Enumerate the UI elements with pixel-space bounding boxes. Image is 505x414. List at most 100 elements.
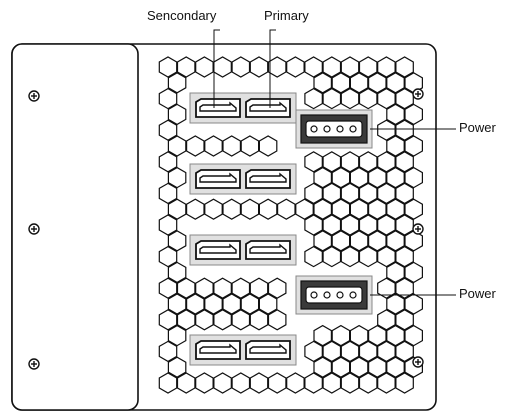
vent-hole xyxy=(322,151,342,173)
sata-socket-key xyxy=(199,172,237,183)
vent-hole xyxy=(222,198,241,220)
vent-hole xyxy=(386,166,405,189)
vent-hole xyxy=(404,103,423,126)
vent-hole xyxy=(377,372,396,394)
sata-socket-key xyxy=(199,101,237,112)
vent-hole xyxy=(377,151,396,173)
sata-socket-key xyxy=(249,101,287,112)
vent-hole xyxy=(258,135,278,157)
vent-hole xyxy=(167,230,187,252)
vent-hole xyxy=(176,309,196,331)
screw-icon xyxy=(412,223,424,235)
sata-connector-pair xyxy=(189,163,297,195)
vent-hole xyxy=(368,72,387,94)
vent-hole xyxy=(313,356,332,378)
vent-hole xyxy=(267,309,287,331)
vent-hole xyxy=(167,356,187,378)
vent-hole xyxy=(340,245,360,268)
molex-power-connector xyxy=(295,275,373,315)
vent-hole xyxy=(158,340,178,363)
vent-hole xyxy=(213,309,232,331)
vent-hole xyxy=(258,293,278,315)
vent-hole xyxy=(304,245,323,268)
vent-hole xyxy=(176,56,196,78)
vent-hole xyxy=(158,56,178,78)
vent-hole xyxy=(395,277,414,299)
vent-hole xyxy=(331,198,351,220)
vent-hole xyxy=(322,372,342,394)
vent-hole xyxy=(322,87,342,110)
vent-hole xyxy=(368,324,387,347)
vent-hole xyxy=(358,182,378,205)
sata-connector-pair xyxy=(189,92,297,124)
vent-hole xyxy=(340,182,360,205)
vent-hole xyxy=(158,119,178,141)
vent-hole xyxy=(349,230,369,252)
vent-hole xyxy=(331,356,351,378)
primary-label: Primary xyxy=(264,8,309,23)
vent-hole xyxy=(349,324,369,347)
vent-hole xyxy=(222,293,241,315)
vent-hole xyxy=(186,135,205,157)
vent-hole xyxy=(377,56,396,78)
vent-hole xyxy=(404,230,423,252)
vent-hole xyxy=(167,135,187,157)
connector-layer xyxy=(189,92,373,366)
vent-hole xyxy=(258,198,278,220)
vent-hole xyxy=(395,340,414,363)
vent-hole xyxy=(204,135,223,157)
vent-hole xyxy=(313,166,332,189)
vent-hole xyxy=(386,261,405,284)
mounting-bracket xyxy=(11,43,139,411)
vent-hole xyxy=(395,214,414,236)
vent-hole xyxy=(395,372,414,394)
molex-pin xyxy=(349,125,357,133)
vent-hole xyxy=(358,87,378,110)
vent-hole xyxy=(313,324,332,347)
power-label-top: Power xyxy=(459,120,496,135)
vent-hole xyxy=(358,340,378,363)
screw-icon xyxy=(28,90,40,102)
vent-hole xyxy=(404,166,423,189)
vent-hole xyxy=(249,277,269,299)
molex-power-connector xyxy=(295,109,373,149)
vent-hole xyxy=(167,198,187,220)
vent-hole xyxy=(158,151,178,173)
vent-hole xyxy=(304,372,323,394)
vent-hole xyxy=(386,198,405,220)
vent-hole xyxy=(158,277,178,299)
vent-hole xyxy=(158,245,178,268)
vent-hole xyxy=(358,372,378,394)
vent-hole xyxy=(404,324,423,347)
vent-hole xyxy=(240,293,260,315)
molex-pin xyxy=(349,291,357,299)
vent-hole xyxy=(213,277,232,299)
vent-hole xyxy=(358,151,378,173)
power-label-bottom: Power xyxy=(459,286,496,301)
vent-hole xyxy=(368,198,387,220)
sata-socket-key xyxy=(199,243,237,254)
vent-hole xyxy=(295,198,314,220)
molex-pin xyxy=(323,291,331,299)
vent-hole xyxy=(158,214,178,236)
vent-hole xyxy=(340,214,360,236)
vent-hole xyxy=(304,151,323,173)
vent-hole xyxy=(176,277,196,299)
vent-hole xyxy=(231,56,251,78)
vent-hole xyxy=(377,182,396,205)
vent-hole xyxy=(249,309,269,331)
vent-hole xyxy=(267,56,287,78)
sata-socket-key xyxy=(249,243,287,254)
vent-hole xyxy=(386,356,405,378)
secondary-leader xyxy=(213,29,220,108)
screw-icon xyxy=(412,356,424,368)
molex-pin xyxy=(310,125,318,133)
vent-hole xyxy=(340,56,360,78)
vent-hole xyxy=(195,277,214,299)
vent-hole xyxy=(395,119,414,141)
vent-hole xyxy=(167,293,187,315)
vent-hole xyxy=(313,230,332,252)
sata-socket-key xyxy=(199,343,237,354)
vent-hole xyxy=(249,372,269,394)
screw-icon xyxy=(412,88,424,100)
